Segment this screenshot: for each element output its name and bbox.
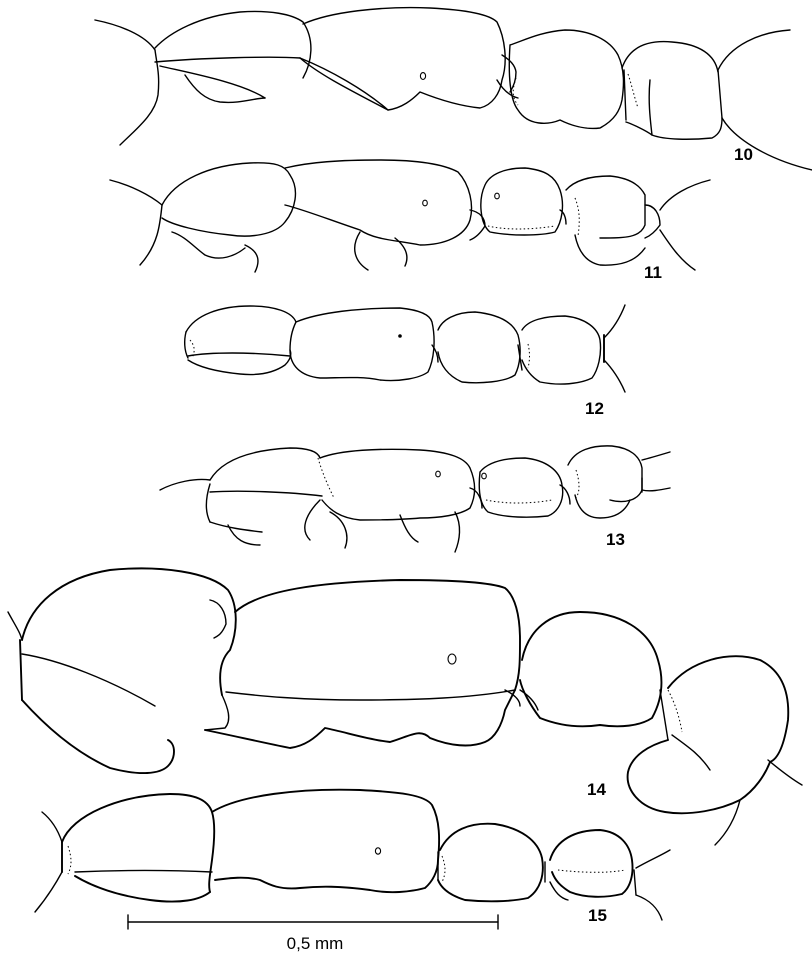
sensillum-11a [422,199,428,207]
sensillum-12 [398,334,402,338]
figure-15-label: 15 [588,906,607,925]
sensillum-15 [374,847,382,855]
sensillum-14 [447,653,457,665]
figure-10-label: 10 [734,145,753,164]
sensillum-13b [481,472,487,480]
figure-13-drawing [159,445,671,553]
scale-bar-label: 0,5 mm [287,934,344,953]
figure-10-drawing [94,6,812,171]
figure-14-drawing [7,567,803,846]
figure-12-drawing [183,304,626,393]
sensillum-13a [435,470,441,478]
figure-14-label: 14 [587,780,606,799]
figure-12-label: 12 [585,399,604,418]
sensillum-11b [494,192,500,200]
scale-bar [127,914,499,930]
figure-15-drawing [34,788,671,921]
figure-11-drawing [109,159,711,273]
figure-11-label: 11 [644,263,662,282]
figure-13-label: 13 [606,530,625,549]
sensillum-10 [419,72,427,80]
